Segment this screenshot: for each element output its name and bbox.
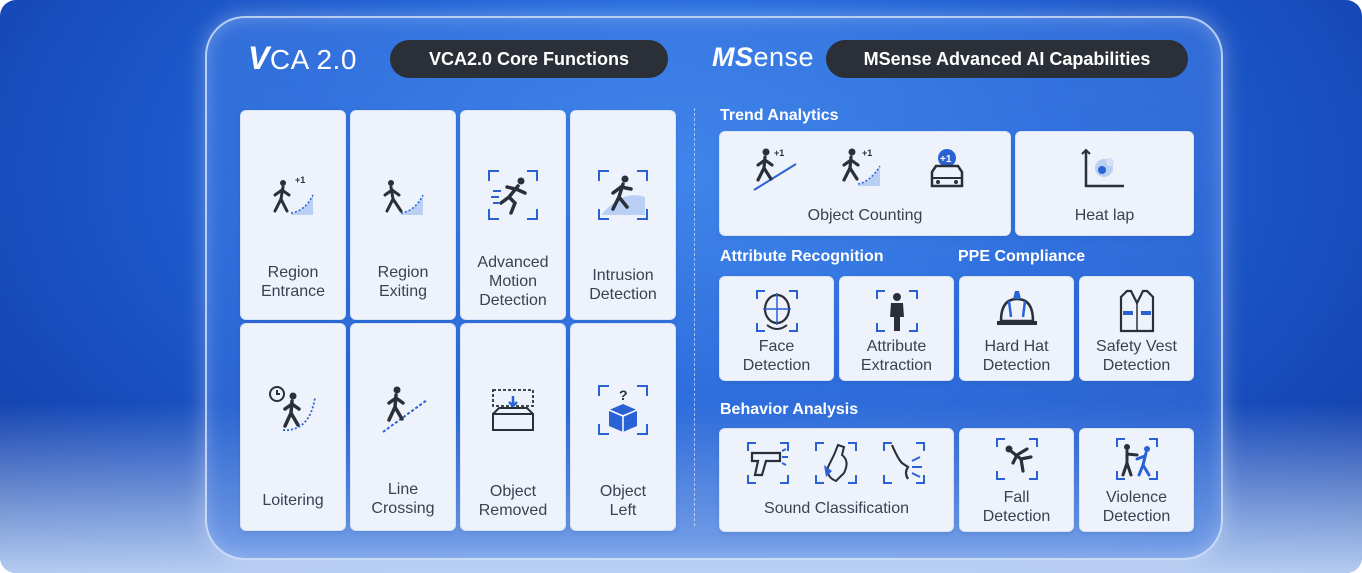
falling-person-icon: [996, 438, 1038, 480]
vca-logo: VCA 2.0: [248, 40, 357, 77]
card-sound-classification[interactable]: Sound Classification: [719, 428, 954, 532]
card-face-detection[interactable]: Face Detection: [719, 276, 834, 381]
running-person-icon: [488, 170, 538, 220]
msense-logo-text: ense: [753, 42, 815, 72]
card-label: Hard Hat Detection: [982, 338, 1051, 374]
vca-logo-v: V: [248, 40, 270, 76]
intrusion-person-icon: [598, 170, 648, 220]
section-trend-analytics: Trend Analytics: [720, 107, 839, 124]
card-advanced-motion-detection[interactable]: Advanced Motion Detection: [460, 110, 566, 320]
card-region-entrance[interactable]: +1 Region Entrance: [240, 110, 346, 320]
card-label: Fall Detection: [982, 489, 1051, 525]
svg-text:+1: +1: [940, 154, 952, 165]
card-label: Face Detection: [742, 338, 811, 374]
card-object-left[interactable]: ? Object Left: [570, 323, 676, 531]
section-ppe-compliance: PPE Compliance: [958, 248, 1086, 265]
card-region-exiting[interactable]: Region Exiting: [350, 110, 456, 320]
vca-core-functions-pill: VCA2.0 Core Functions: [390, 40, 668, 78]
card-label: Loitering: [262, 492, 324, 509]
card-label: Object Removed: [478, 483, 548, 519]
card-label: Sound Classification: [764, 500, 909, 517]
card-safety-vest-detection[interactable]: Safety Vest Detection: [1079, 276, 1194, 381]
card-object-counting[interactable]: +1 +1 +1 Object Counting: [719, 131, 1011, 236]
loitering-clock-icon: [269, 386, 316, 431]
fighting-people-icon: [1116, 438, 1158, 480]
scream-icon: [883, 442, 925, 484]
card-hard-hat-detection[interactable]: Hard Hat Detection: [959, 276, 1074, 381]
person-region-exiting-icon: [383, 180, 424, 215]
card-label: Advanced Motion Detection: [477, 254, 549, 309]
person-attribute-icon: [876, 290, 918, 332]
object-removed-box-icon: [492, 389, 534, 431]
vca-logo-text: CA 2.0: [269, 44, 357, 75]
msense-capabilities-pill: MSense Advanced AI Capabilities: [826, 40, 1188, 78]
card-line-crossing[interactable]: Line Crossing: [350, 323, 456, 531]
object-left-cube-icon: ?: [598, 385, 648, 435]
heat-map-chart-icon: [1081, 148, 1124, 188]
card-label: Region Exiting: [377, 264, 429, 300]
msense-logo: MSense: [712, 42, 814, 73]
card-intrusion-detection[interactable]: Intrusion Detection: [570, 110, 676, 320]
card-violence-detection[interactable]: Violence Detection: [1079, 428, 1194, 532]
svg-text:+1: +1: [295, 175, 305, 185]
line-crossing-person-icon: [382, 386, 428, 433]
card-label: Object Left: [599, 483, 647, 519]
card-object-removed[interactable]: Object Removed: [460, 323, 566, 531]
section-divider: [694, 108, 695, 526]
section-behavior-analysis: Behavior Analysis: [720, 401, 859, 418]
card-label: Object Counting: [807, 207, 923, 224]
msense-logo-ms: MS: [712, 42, 754, 72]
card-label: Intrusion Detection: [589, 267, 657, 303]
person-region-count-icon: +1: [842, 148, 881, 186]
svg-text:+1: +1: [774, 148, 784, 158]
car-count-icon: +1: [930, 149, 964, 188]
card-label: Line Crossing: [371, 481, 435, 517]
face-detection-icon: [756, 290, 798, 332]
glass-breaking-icon: [815, 442, 857, 484]
card-attribute-extraction[interactable]: Attribute Extraction: [839, 276, 954, 381]
svg-text:+1: +1: [862, 148, 872, 158]
section-attribute-recognition: Attribute Recognition: [720, 248, 884, 265]
person-line-count-icon: +1: [753, 148, 797, 191]
card-label: Attribute Extraction: [860, 338, 933, 374]
card-loitering[interactable]: Loitering: [240, 323, 346, 531]
svg-text:?: ?: [619, 387, 628, 403]
card-label: Heat lap: [1074, 207, 1135, 224]
card-heat-map[interactable]: Heat lap: [1015, 131, 1194, 236]
card-label: Violence Detection: [1102, 489, 1171, 525]
gunshot-icon: [747, 442, 789, 484]
card-label: Safety Vest Detection: [1096, 338, 1177, 374]
person-region-entrance-icon: +1: [273, 175, 314, 215]
card-label: Region Entrance: [260, 264, 326, 300]
card-fall-detection[interactable]: Fall Detection: [959, 428, 1074, 532]
safety-vest-icon: [1119, 289, 1155, 333]
hard-hat-icon: [997, 291, 1037, 325]
